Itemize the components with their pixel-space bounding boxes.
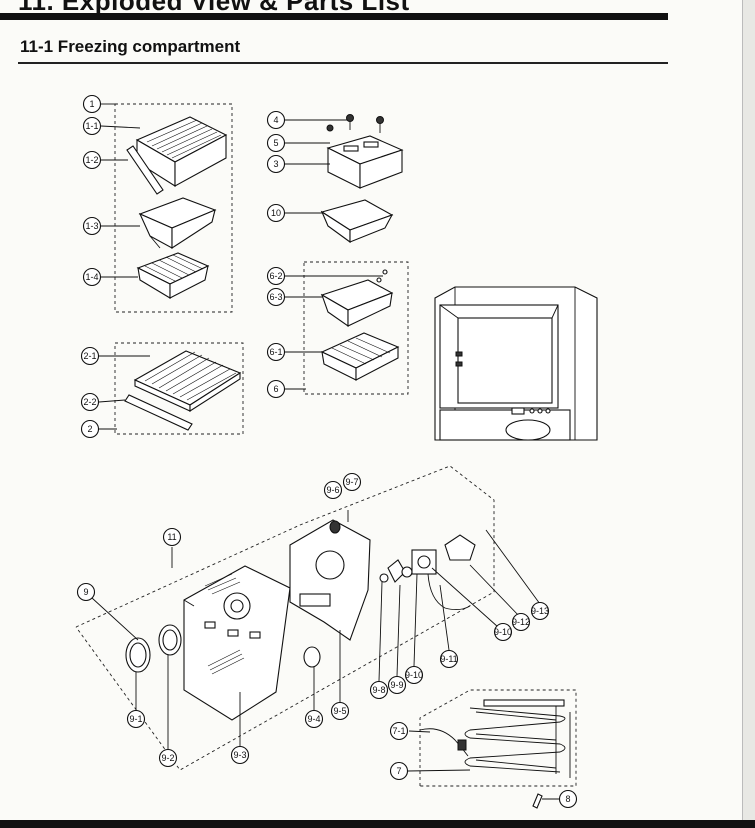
callout-6-2: 6-2 [266, 266, 286, 286]
group-2-wire-shelf [98, 342, 244, 435]
group-ice-bin [285, 114, 404, 244]
page-title: 11. Exploded View & Parts List [18, 0, 410, 16]
callout-9-8: 9-8 [369, 680, 389, 700]
svg-text:1-2: 1-2 [85, 155, 98, 165]
callout-8: 8 [558, 789, 578, 809]
callout-9-5: 9-5 [330, 701, 350, 721]
svg-text:8: 8 [565, 794, 570, 804]
callout-1-2: 1-2 [82, 150, 102, 170]
section-rule [18, 62, 668, 64]
svg-text:6-3: 6-3 [269, 292, 282, 302]
callout-1-3: 1-3 [82, 216, 102, 236]
part-2-2-rod [124, 394, 193, 431]
part-1-1-basket [135, 116, 228, 187]
callout-4: 4 [266, 110, 286, 130]
part-1-2-rod [126, 145, 164, 195]
title-rule [0, 13, 668, 20]
svg-text:6-2: 6-2 [269, 271, 282, 281]
part-1-4-ice-tray [136, 252, 210, 299]
group-7-evaporator [407, 689, 577, 809]
svg-text:10: 10 [271, 208, 281, 218]
callout-9-10-a: 9-10 [404, 665, 424, 685]
callout-2-1: 2-1 [80, 346, 100, 366]
callout-1: 1 [82, 94, 102, 114]
svg-text:9-11: 9-11 [440, 654, 457, 664]
svg-text:2-1: 2-1 [83, 351, 96, 361]
callout-2: 2 [80, 419, 100, 439]
svg-text:9-3: 9-3 [233, 750, 246, 760]
svg-text:1-3: 1-3 [85, 221, 98, 231]
svg-text:6-1: 6-1 [269, 347, 282, 357]
svg-text:9-6: 9-6 [326, 485, 339, 495]
svg-text:1: 1 [89, 99, 94, 109]
svg-text:11: 11 [167, 532, 176, 542]
callout-5: 5 [266, 133, 286, 153]
svg-text:5: 5 [273, 138, 278, 148]
callout-6-3: 6-3 [266, 287, 286, 307]
callout-11: 11 [162, 527, 182, 547]
callout-1-1: 1-1 [82, 116, 102, 136]
svg-text:7: 7 [396, 766, 401, 776]
callout-2-2: 2-2 [80, 392, 100, 412]
callout-9-10-b: 9-10 [493, 622, 513, 642]
group-6-ice-maker [285, 261, 409, 395]
svg-text:9-4: 9-4 [307, 714, 320, 724]
callout-7-1: 7-1 [389, 721, 409, 741]
callout-9: 9 [76, 582, 96, 602]
callout-1-4: 1-4 [82, 267, 102, 287]
callout-9-11: 9-11 [439, 649, 459, 669]
group-9-fan-assembly [75, 465, 541, 771]
callout-3: 3 [266, 154, 286, 174]
callout-9-9: 9-9 [387, 675, 407, 695]
fridge-cabinet [434, 286, 598, 441]
bottom-band [0, 820, 755, 828]
callout-9-1: 9-1 [126, 709, 146, 729]
callout-9-4: 9-4 [304, 709, 324, 729]
svg-text:3: 3 [273, 159, 278, 169]
svg-text:9-9: 9-9 [390, 680, 403, 690]
svg-text:9-1: 9-1 [129, 714, 142, 724]
svg-text:1-1: 1-1 [85, 121, 98, 131]
svg-text:7-1: 7-1 [392, 726, 405, 736]
callout-9-2: 9-2 [158, 748, 178, 768]
svg-text:9-5: 9-5 [333, 706, 346, 716]
callout-9-3: 9-3 [230, 745, 250, 765]
svg-text:4: 4 [273, 115, 278, 125]
callout-9-7: 9-7 [342, 472, 362, 492]
callout-9-13: 9-13 [530, 601, 550, 621]
svg-text:2-2: 2-2 [83, 397, 96, 407]
svg-text:2: 2 [87, 424, 92, 434]
svg-text:9-10: 9-10 [494, 627, 512, 637]
page-edge [742, 0, 755, 828]
svg-text:9-10: 9-10 [405, 670, 423, 680]
callout-6: 6 [266, 379, 286, 399]
svg-text:9-8: 9-8 [372, 685, 385, 695]
callout-9-12: 9-12 [511, 612, 531, 632]
callout-7: 7 [389, 761, 409, 781]
part-1-3-tray [138, 197, 217, 250]
section-title: 11-1 Freezing compartment [20, 37, 241, 56]
callout-9-6: 9-6 [323, 480, 343, 500]
svg-text:9-2: 9-2 [161, 753, 174, 763]
callout-10: 10 [266, 203, 286, 223]
svg-text:6: 6 [273, 384, 278, 394]
exploded-view-diagram: 1 1-1 1-2 1-3 1-4 2-1 2-2 2 4 5 3 10 6-2… [75, 94, 598, 809]
svg-text:9-12: 9-12 [512, 617, 530, 627]
group-1-shelves [100, 103, 233, 313]
svg-text:9: 9 [83, 587, 88, 597]
svg-text:9-13: 9-13 [531, 606, 549, 616]
svg-text:1-4: 1-4 [85, 272, 98, 282]
callout-6-1: 6-1 [266, 342, 286, 362]
svg-text:9-7: 9-7 [345, 477, 358, 487]
